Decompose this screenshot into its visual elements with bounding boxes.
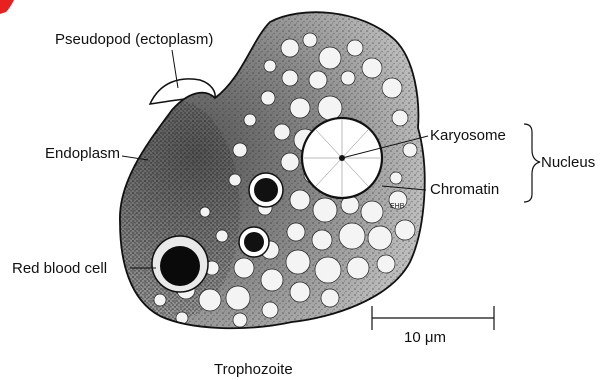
- artist-mark: EHB: [390, 203, 405, 210]
- nucleus-brace: [524, 124, 540, 202]
- label-karyosome: Karyosome: [430, 127, 506, 144]
- cell-body: [110, 0, 440, 340]
- scale-bar: [372, 306, 494, 330]
- figure-caption: Trophozoite: [214, 361, 293, 378]
- ingested-rbc-upper: [249, 173, 283, 207]
- ingested-rbc-middle: [239, 227, 269, 257]
- label-pseudopod: Pseudopod (ectoplasm): [55, 31, 213, 48]
- label-nucleus: Nucleus: [541, 154, 595, 171]
- red-blood-cell: [152, 236, 208, 292]
- label-scale: 10 μm: [404, 329, 446, 346]
- label-endoplasm: Endoplasm: [45, 145, 120, 162]
- corner-accent-mark: [0, 0, 14, 14]
- label-red-blood-cell: Red blood cell: [12, 260, 107, 277]
- label-chromatin: Chromatin: [430, 181, 499, 198]
